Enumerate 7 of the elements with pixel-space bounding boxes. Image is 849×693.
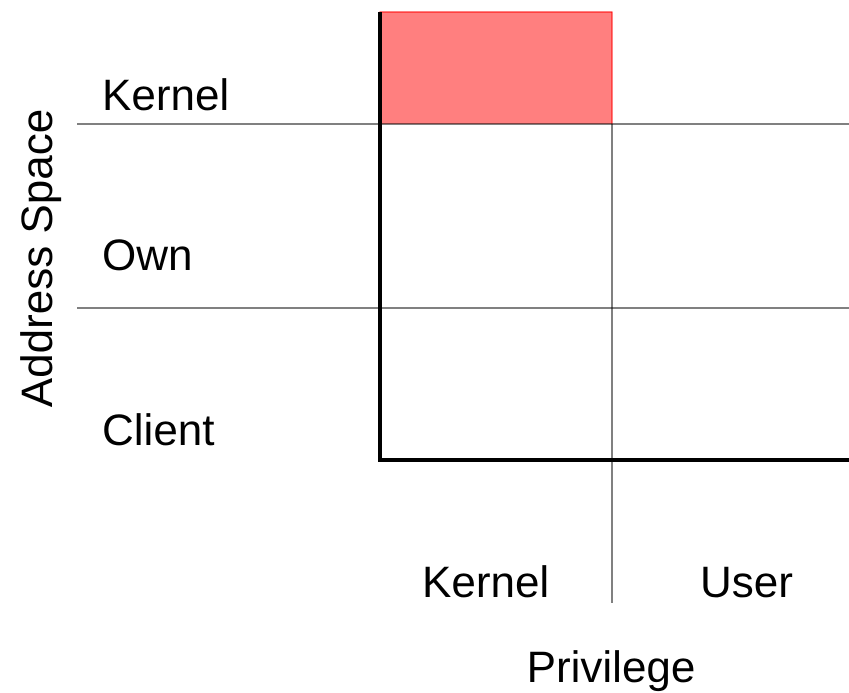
axis-title: Address Space [16,108,60,408]
column-label: User [700,561,793,605]
column-label: Kernel [422,561,550,605]
axis-title: Privilege [526,646,696,690]
row-label: Client [102,409,214,453]
row-label: Kernel [102,74,230,118]
row-label: Own [102,234,192,278]
